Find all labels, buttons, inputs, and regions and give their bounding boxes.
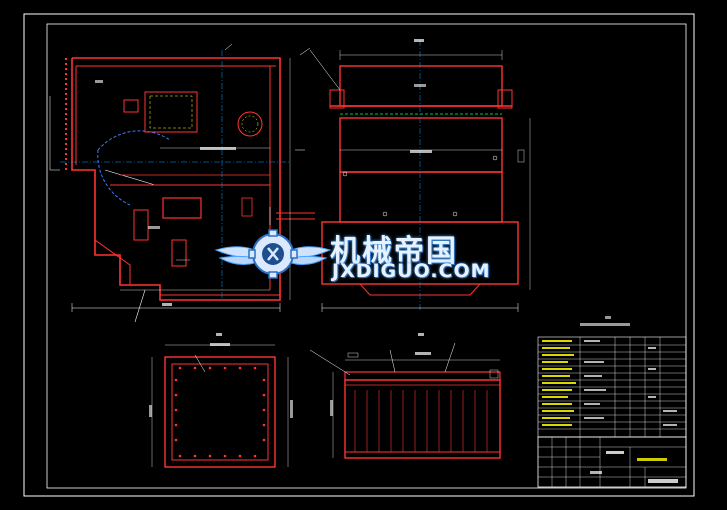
watermark-english-text: JXDIGUO.COM: [332, 260, 491, 282]
site-watermark: 机械帝国 JXDIGUO.COM: [214, 220, 514, 290]
gear-wings-logo-icon: [214, 229, 332, 279]
drawing-frame-outer: [23, 13, 695, 497]
section-view: [309, 333, 501, 459]
parts-list-table: [537, 316, 687, 438]
front-section-view: [49, 43, 315, 323]
title-block: [537, 436, 687, 488]
drawing-frame-inner: [46, 23, 687, 489]
plan-view: [149, 333, 293, 468]
watermark-chinese-text: 机械帝国: [330, 234, 458, 269]
